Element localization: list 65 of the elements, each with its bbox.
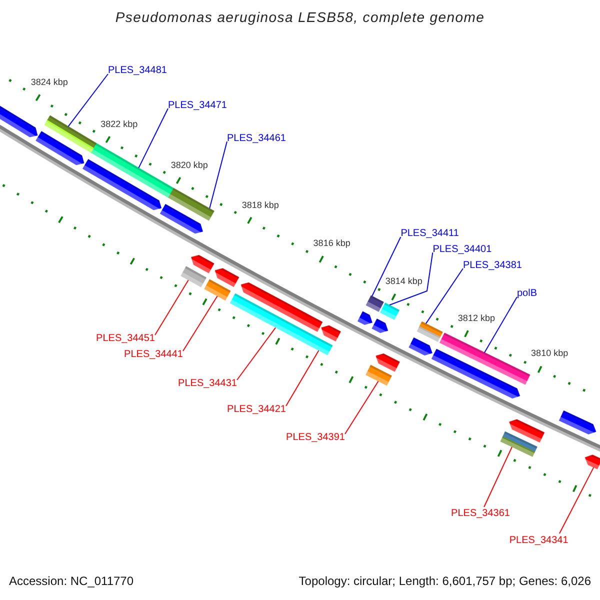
gene-label: PLES_34391 [286, 430, 345, 444]
tick-label: 3812 kbp [458, 312, 495, 324]
leader-line [558, 466, 594, 534]
genome-summary-text: Topology: circular; Length: 6,601,757 bp; Genes: 6,026 [298, 574, 591, 589]
gene-bar [44, 115, 97, 153]
leader-line [286, 350, 320, 406]
gene-bar [500, 431, 538, 457]
cds-bar [584, 454, 600, 470]
cds-bar [214, 268, 240, 288]
gene-label: PLES_34381 [463, 258, 522, 272]
gene-label: PLES_34441 [124, 348, 183, 360]
gene-bar [380, 302, 400, 320]
tick-label: 3824 kbp [30, 76, 68, 88]
gene-label: PLES_34361 [451, 507, 510, 520]
tick-label: 3814 kbp [385, 274, 422, 287]
cds-bar [240, 282, 323, 332]
leader-line [209, 141, 228, 209]
leader-line [154, 280, 189, 336]
gene-label: PLES_34461 [227, 132, 286, 144]
gene-label: PLES_34421 [227, 402, 286, 416]
gene-bar [204, 279, 231, 301]
leader-line [236, 327, 276, 380]
gene-label: PLES_34471 [168, 98, 227, 112]
gene-label: PLES_34411 [400, 227, 459, 240]
cds-bar [82, 159, 162, 210]
cds-bar [376, 353, 400, 372]
tick-label: 3822 kbp [100, 118, 138, 130]
cds-bar [372, 318, 388, 333]
gene-label: PLES_34431 [178, 376, 237, 390]
tick-label: 3818 kbp [242, 198, 279, 211]
cds-bar [408, 337, 432, 356]
leader-line [484, 446, 512, 508]
cds-bar [509, 419, 545, 443]
leader-line [68, 74, 108, 127]
gene-bar [366, 364, 392, 386]
cds-bar [431, 348, 520, 399]
gene-bar [168, 188, 214, 221]
gene-label: PLES_34451 [96, 332, 155, 344]
leader-line [182, 296, 218, 352]
cds-bar [191, 254, 214, 274]
gene-bar [440, 332, 530, 385]
tick-label: 3816 kbp [313, 237, 350, 250]
gene-bar [416, 321, 443, 342]
gene-bar [366, 295, 384, 312]
cds-bar [558, 410, 596, 434]
tick-label: 3820 kbp [170, 158, 208, 171]
cds-bar [321, 325, 341, 342]
leader-line [484, 296, 518, 354]
gene-label: PLES_34401 [432, 242, 492, 256]
cds-bar [0, 105, 38, 138]
gene-bar [180, 266, 206, 288]
cds-bar [36, 131, 84, 166]
gene-label: polB [517, 287, 538, 300]
accession-text: Accession: NC_011770 [9, 574, 134, 589]
leader-line [372, 236, 402, 297]
leader-line [389, 252, 434, 306]
gene-label: PLES_34481 [108, 64, 167, 77]
gene-bar [230, 293, 316, 346]
title: Pseudomonas aeruginosa LESB58, complete genome [115, 9, 485, 26]
leader-line [138, 108, 168, 168]
cds-bar [358, 311, 372, 325]
cds-bar [160, 204, 203, 234]
gene-label: PLES_34341 [509, 534, 568, 546]
gene-bar [310, 336, 333, 356]
tick-label: 3810 kbp [531, 347, 568, 360]
